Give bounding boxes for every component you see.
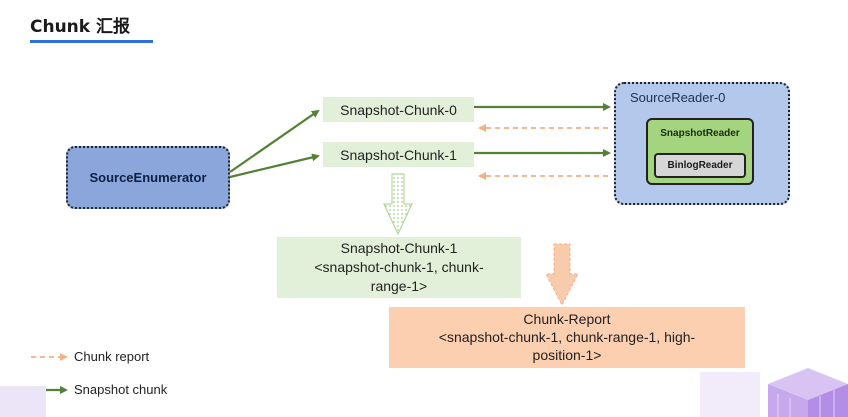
snapshot-reader-label: SnapshotReader <box>660 128 740 139</box>
arrow-enum-to-chunk0 <box>229 109 320 173</box>
snapshot-chunk-0-label: Snapshot-Chunk-0 <box>323 97 474 122</box>
arrow-enum-to-chunk1 <box>229 153 320 179</box>
assignment-line-3: range-1> <box>370 278 428 294</box>
decor-cube-left-icon <box>0 386 46 417</box>
down-arrow-assignment <box>383 173 413 236</box>
snapshot-chunk-1-label: Snapshot-Chunk-1 <box>323 142 474 167</box>
assignment-line-1: Snapshot-Chunk-1 <box>340 240 458 256</box>
source-enumerator-box: SourceEnumerator <box>66 146 230 209</box>
decor-cubes-right-icon <box>700 368 848 417</box>
page-title: Chunk 汇报 <box>30 17 131 37</box>
assignment-line-2: <snapshot-chunk-1, chunk- <box>314 259 484 275</box>
down-arrow-report <box>545 243 579 307</box>
source-reader-title: SourceReader-0 <box>630 90 726 105</box>
binlog-reader-label: BinlogReader <box>667 160 733 171</box>
legend-snapshot-chunk: Snapshot chunk <box>74 382 167 397</box>
report-line-2: <snapshot-chunk-1, chunk-range-1, high- <box>438 329 696 345</box>
legend-chunk-report-label: Chunk report <box>74 349 150 364</box>
report-line-3: position-1> <box>532 347 602 363</box>
binlog-reader-box: BinlogReader <box>654 153 746 178</box>
title-underline <box>30 40 153 43</box>
report-line-1: Chunk-Report <box>523 311 611 327</box>
source-enumerator-label: SourceEnumerator <box>89 170 207 185</box>
source-reader-box: SourceReader-0 SnapshotReader BinlogRead… <box>614 82 790 205</box>
legend-snapshot-chunk-label: Snapshot chunk <box>74 382 168 397</box>
chunk-report-box: Chunk-Report <snapshot-chunk-1, chunk-ra… <box>389 307 745 368</box>
snapshot-reader-box: SnapshotReader BinlogReader <box>646 118 754 185</box>
chunk-assignment-box: Snapshot-Chunk-1 <snapshot-chunk-1, chun… <box>277 237 521 298</box>
legend-chunk-report: Chunk report <box>74 349 149 364</box>
